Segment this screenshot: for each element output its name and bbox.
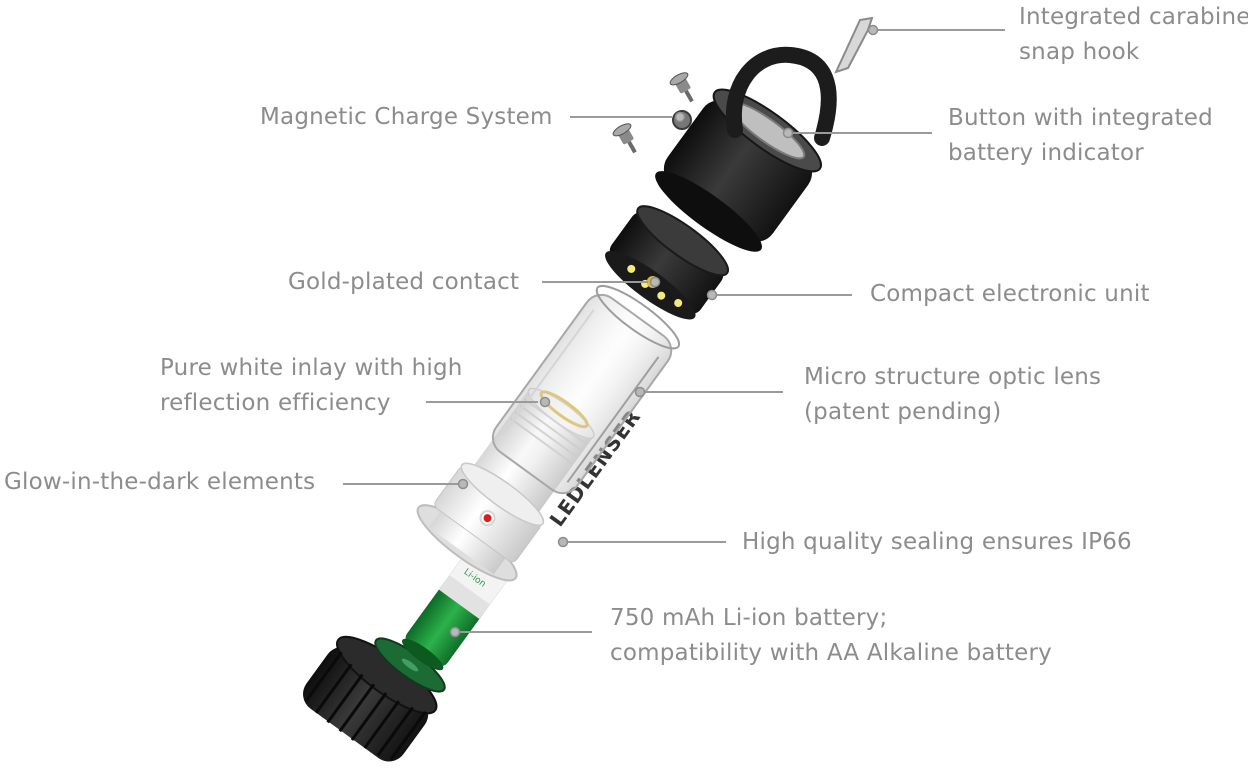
- callout-line: Button with integrated: [948, 105, 1213, 131]
- callout-inlay: Pure white inlay with high reflection ef…: [160, 351, 463, 421]
- callout-battery: 750 mAh Li-ion battery; compatibility wi…: [610, 601, 1052, 671]
- electronic-unit: [605, 205, 729, 320]
- callout-line: Pure white inlay with high: [160, 355, 463, 381]
- callout-button: Button with integrated battery indicator: [948, 101, 1213, 171]
- carabiner-clip: [834, 16, 874, 74]
- optic-lens-glass: [491, 284, 681, 495]
- callout-line: Magnetic Charge System: [260, 104, 553, 130]
- callout-electronic-unit: Compact electronic unit: [870, 277, 1150, 312]
- callout-sealing: High quality sealing ensures IP66: [742, 525, 1132, 560]
- handle: [725, 46, 837, 146]
- callout-line: (patent pending): [804, 399, 1002, 425]
- callout-line: Gold-plated contact: [288, 269, 520, 295]
- callout-optic-lens: Micro structure optic lens (patent pendi…: [804, 360, 1101, 430]
- callout-magnetic-charge: Magnetic Charge System: [260, 100, 553, 135]
- callout-gold-contact: Gold-plated contact: [288, 265, 519, 300]
- callout-line: Compact electronic unit: [870, 281, 1150, 307]
- magnetic-pins: [612, 72, 694, 154]
- bottom-cap: [303, 635, 438, 762]
- callout-line: snap hook: [1019, 39, 1140, 65]
- callout-glow: Glow-in-the-dark elements: [4, 465, 315, 500]
- callout-line: Glow-in-the-dark elements: [4, 469, 316, 495]
- callout-line: reflection efficiency: [160, 390, 391, 416]
- callout-line: High quality sealing ensures IP66: [742, 529, 1132, 555]
- callout-line: Micro structure optic lens: [804, 364, 1102, 390]
- callout-line: 750 mAh Li-ion battery;: [610, 605, 888, 631]
- power-indicator: [483, 514, 492, 523]
- callout-line: compatibility with AA Alkaline battery: [610, 640, 1052, 666]
- leader-lines: [343, 24, 1005, 638]
- callout-line: Integrated carabine: [1019, 4, 1248, 30]
- callout-carabiner: Integrated carabine snap hook: [1019, 0, 1248, 70]
- callout-line: battery indicator: [948, 140, 1144, 166]
